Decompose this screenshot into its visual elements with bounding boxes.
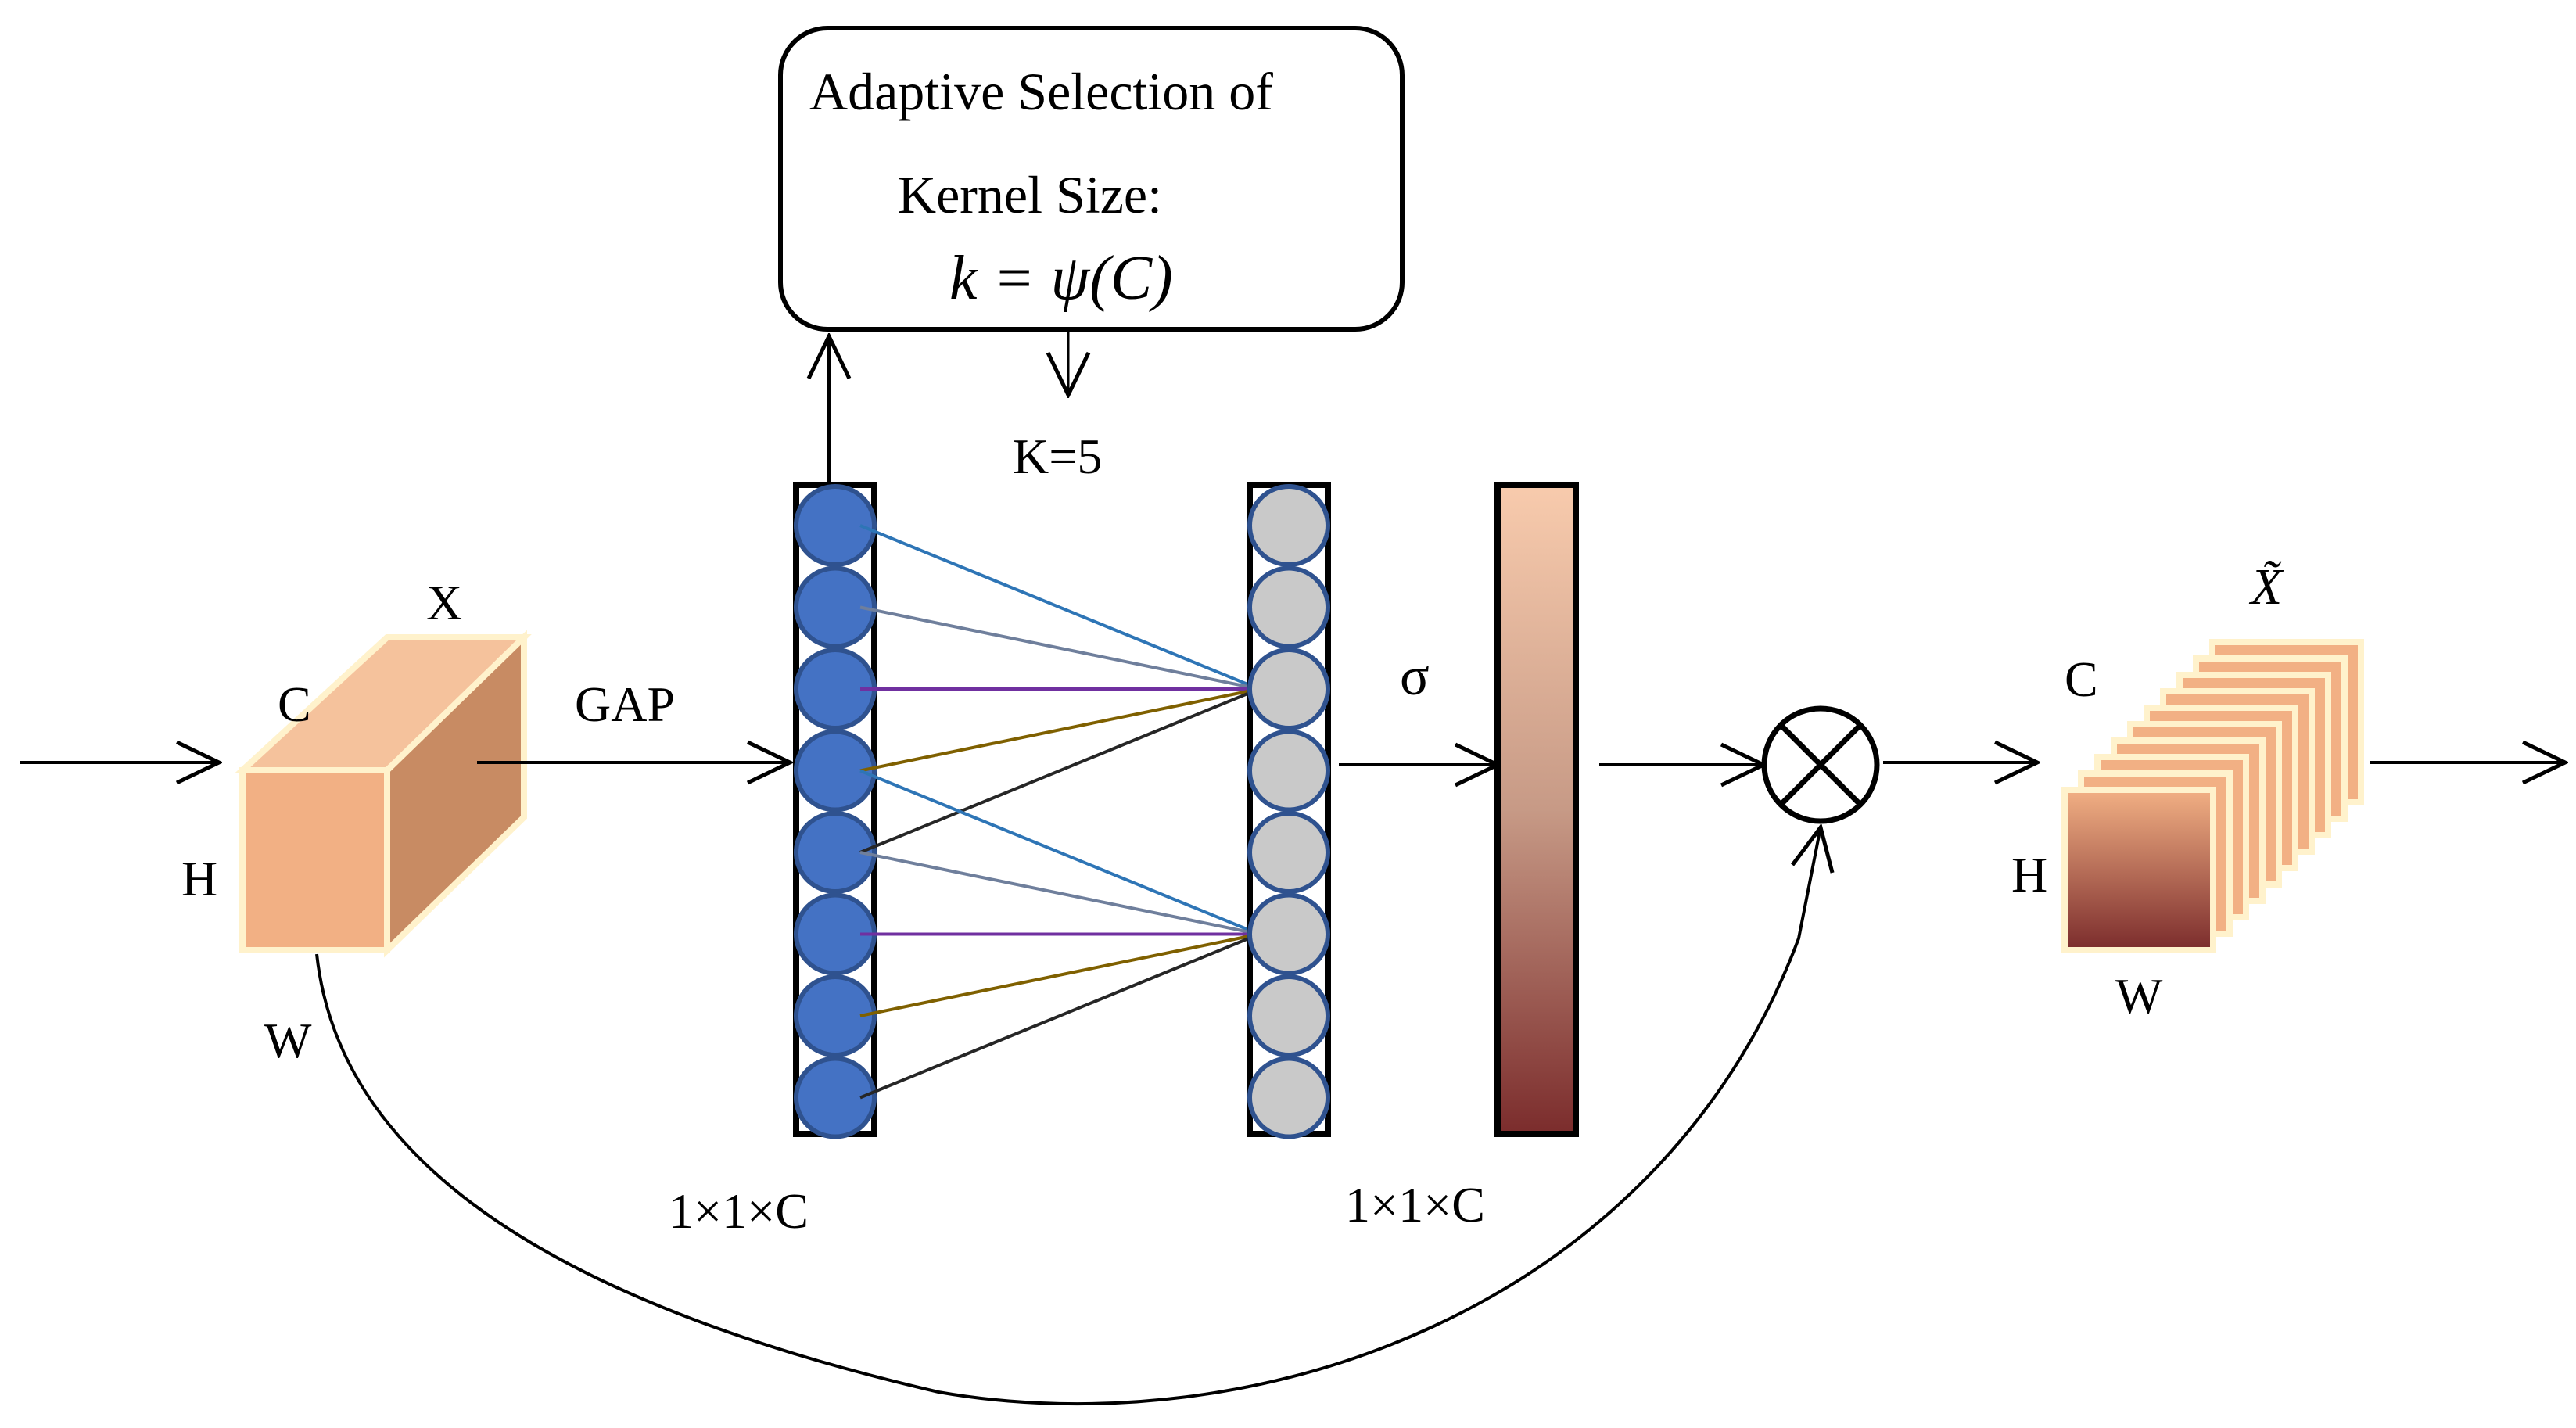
kernel-box-title-line1: Adaptive Selection of <box>809 62 1273 121</box>
kernel-size-box: Adaptive Selection of Kernel Size: k = ψ… <box>778 26 1405 332</box>
gap-circle-1 <box>794 484 877 567</box>
cube-front-face <box>239 767 390 953</box>
skip-connection-curve <box>315 827 1821 1406</box>
gap-vector-size-label: 1×1×C <box>669 1183 809 1239</box>
kernel-formula: k = ψ(C) <box>949 244 1173 313</box>
gap-circle-5 <box>794 811 877 894</box>
input-dim-c: C <box>278 676 311 732</box>
conv-circle-2 <box>1247 565 1330 649</box>
input-tensor-cube <box>234 630 532 958</box>
conv-circle-6 <box>1247 892 1330 976</box>
conv-circle-1 <box>1247 484 1330 567</box>
gap-circle-4 <box>794 729 877 813</box>
connection-1-5 <box>859 689 1259 854</box>
gap-label: GAP <box>575 676 675 732</box>
conv-circle-7 <box>1247 974 1330 1057</box>
conv-vector-circles <box>1247 484 1330 1139</box>
k-value-label: K=5 <box>1013 429 1102 484</box>
gap-circle-7 <box>794 974 877 1057</box>
gap-vector-circles <box>794 484 877 1139</box>
output-tensor-stack <box>2061 639 2364 953</box>
conv-circle-5 <box>1247 811 1330 894</box>
gap-circle-2 <box>794 565 877 649</box>
output-dim-w: W <box>2115 968 2163 1024</box>
kernel-box-title-line2: Kernel Size: <box>898 165 1162 224</box>
connection-2-4 <box>859 935 1259 1017</box>
output-tensor-name: X̃ <box>2248 558 2284 615</box>
conv-circle-4 <box>1247 729 1330 813</box>
input-dim-w: W <box>264 1013 312 1068</box>
conv1d-connections <box>859 524 1259 1100</box>
output-dim-c: C <box>2065 651 2098 707</box>
conv-circle-3 <box>1247 648 1330 730</box>
output-dim-h: H <box>2011 847 2047 902</box>
gap-circle-8 <box>794 1056 877 1139</box>
connection-2-2 <box>859 851 1259 935</box>
connection-2-5 <box>859 935 1259 1100</box>
input-dim-h: H <box>181 851 217 906</box>
conv-vector-size-label: 1×1×C <box>1345 1177 1485 1232</box>
output-slice-1 <box>2061 787 2216 953</box>
connection-1-4 <box>859 689 1259 773</box>
connection-2-1 <box>859 769 1259 935</box>
connection-1-1 <box>859 524 1259 689</box>
sigma-label: σ <box>1400 647 1430 707</box>
multiply-operator: ⊗ <box>1761 705 1880 824</box>
input-tensor-name: X <box>426 575 462 630</box>
conv-circle-8 <box>1247 1056 1330 1139</box>
connection-1-2 <box>859 605 1259 690</box>
channel-weight-bar <box>1494 482 1579 1137</box>
